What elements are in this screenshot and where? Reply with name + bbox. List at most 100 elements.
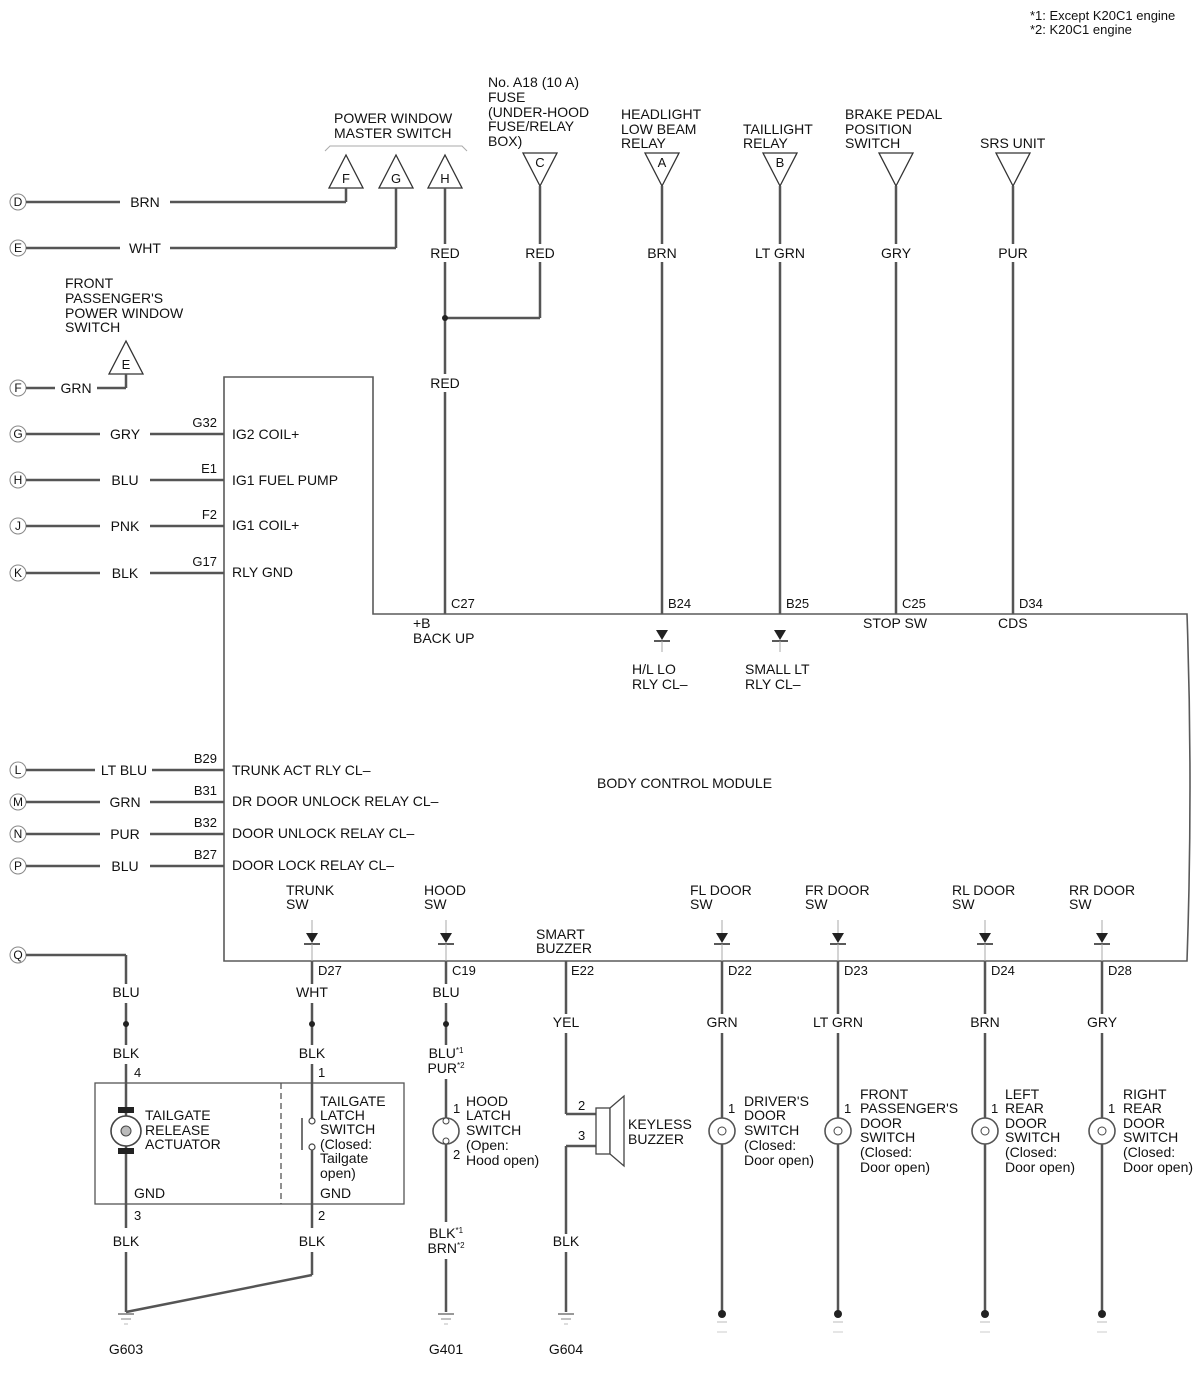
svg-text:+B: +B [413,615,431,631]
wire-h: H BLU E1 IG1 FUEL PUMP [9,461,338,489]
pin-d27: D27 [318,963,342,978]
svg-text:RELAY: RELAY [621,135,667,151]
svg-text:SWITCH: SWITCH [466,1122,521,1138]
tailgate-gnd-left: GND [134,1185,165,1201]
svg-text:Door open): Door open) [860,1159,930,1175]
wire-buzzer-yel: YEL [553,1014,580,1030]
brake-switch-label: BRAKE PEDAL POSITION SWITCH [845,106,942,151]
svg-text:HEADLIGHT: HEADLIGHT [621,106,702,122]
svg-text:DOOR: DOOR [1005,1115,1047,1131]
wire-hood-blk-brn: BLK*1 BRN*2 [427,1225,465,1256]
wire-f: F GRN [9,374,128,397]
svg-text:BRAKE PEDAL: BRAKE PEDAL [845,106,942,122]
svg-text:Tailgate: Tailgate [320,1150,368,1166]
svg-text:K: K [14,566,22,580]
right-rear-door-column: GRY 1 [1087,961,1118,1318]
svg-text:G401: G401 [429,1341,463,1357]
wire-a-color: BRN [647,245,677,261]
tailgate-pin-3: 3 [134,1208,141,1223]
svg-text:3: 3 [578,1128,585,1143]
svg-text:(Closed:: (Closed: [1005,1144,1057,1160]
svg-text:GRN: GRN [60,380,91,396]
svg-text:LT BLU: LT BLU [101,762,147,778]
driver-door-column: GRN 1 [706,961,738,1318]
svg-text:B29: B29 [194,751,217,766]
wire-q-blk: BLK [113,1045,140,1061]
wire-trunk-wht: WHT [296,984,328,1000]
tailgate-latch-switch [301,1110,316,1181]
svg-text:A: A [658,155,667,170]
svg-text:SW: SW [690,896,713,912]
svg-text:(Closed:: (Closed: [860,1144,912,1160]
ground-g603: G603 [109,1313,143,1357]
fuse-label: No. A18 (10 A) FUSE (UNDER-HOOD FUSE/REL… [488,74,589,149]
svg-text:BLU: BLU [111,858,138,874]
brake-switch-triangle [877,152,915,188]
svg-text:SW: SW [952,896,975,912]
svg-text:G603: G603 [109,1341,143,1357]
wire-m: M GRN B31 DR DOOR UNLOCK RELAY CL– [9,783,439,811]
signal-backup: +B BACK UP [413,615,474,646]
wire-l: L LT BLU B29 TRUNK ACT RLY CL– [9,751,371,779]
svg-text:RLY CL–: RLY CL– [745,676,801,692]
svg-text:No. A18 (10 A): No. A18 (10 A) [488,74,579,90]
svg-text:G17: G17 [192,554,217,569]
wire-d: D BRN [9,193,346,211]
keyless-buzzer-label: KEYLESS BUZZER [628,1116,692,1147]
svg-text:FRONT: FRONT [65,275,114,291]
svg-text:BRN: BRN [970,1014,1000,1030]
svg-text:E: E [14,241,22,255]
right-rear-door-switch-label: RIGHT REAR DOOR SWITCH (Closed: Door ope… [1123,1086,1193,1175]
svg-text:G: G [13,427,22,441]
svg-text:BLU: BLU [111,472,138,488]
svg-text:LT GRN: LT GRN [813,1014,863,1030]
wire-hood-blu-pur: BLU*1 PUR*2 [427,1045,465,1076]
svg-text:IG1 COIL+: IG1 COIL+ [232,517,299,533]
svg-text:H: H [14,473,23,487]
svg-text:C: C [535,155,544,170]
srs-unit-triangle [994,152,1032,188]
svg-text:D: D [14,195,23,209]
svg-text:1: 1 [844,1101,851,1116]
driver-door-switch-label: DRIVER'S DOOR SWITCH (Closed: Door open) [744,1093,814,1168]
svg-text:SWITCH: SWITCH [860,1129,915,1145]
left-rear-door-column: BRN 1 [970,961,1000,1318]
wire-e: E WHT [9,239,396,257]
connector-h-triangle: H [426,153,464,189]
hood-latch-switch: 1 2 [432,1101,460,1162]
svg-text:FUSE: FUSE [488,89,525,105]
wire-q: Q [9,946,128,984]
svg-text:(Closed:: (Closed: [1123,1144,1175,1160]
svg-text:SWITCH: SWITCH [320,1121,375,1137]
wire-b-color: LT GRN [755,245,805,261]
signal-rl-door-sw: RL DOOR SW [952,882,1015,912]
svg-text:PNK: PNK [111,518,140,534]
wire-srs-color: PUR [998,245,1028,261]
svg-text:BUZZER: BUZZER [536,940,592,956]
svg-text:N: N [14,827,23,841]
svg-text:RL DOOR: RL DOOR [952,882,1015,898]
front-passenger-door-switch-label: FRONT PASSENGER'S DOOR SWITCH (Closed: D… [860,1086,958,1175]
svg-text:DRIVER'S: DRIVER'S [744,1093,809,1109]
wire-brake-color: GRY [881,245,912,261]
svg-text:TAILLIGHT: TAILLIGHT [743,121,813,137]
svg-text:GRN: GRN [109,794,140,810]
svg-text:PUR: PUR [110,826,140,842]
wire-hood-blu: BLU [432,984,459,1000]
svg-text:(Closed:: (Closed: [320,1136,372,1152]
ground-g401: G401 [429,1313,463,1357]
svg-text:M: M [13,795,23,809]
wire-h-color: RED [430,245,460,261]
svg-text:WHT: WHT [129,240,161,256]
svg-text:RLY CL–: RLY CL– [632,676,688,692]
svg-text:(Open:: (Open: [466,1137,509,1153]
hood-latch-label: HOOD LATCH SWITCH (Open: Hood open) [466,1093,539,1168]
svg-text:MASTER SWITCH: MASTER SWITCH [334,125,451,141]
wire-tg-blk-2: BLK [299,1233,326,1249]
svg-text:RELEASE: RELEASE [145,1122,210,1138]
connector-e-triangle: E [107,339,145,375]
svg-text:1: 1 [1108,1101,1115,1116]
svg-text:BOX): BOX) [488,133,522,149]
svg-text:SWITCH: SWITCH [1123,1129,1178,1145]
svg-text:L: L [15,763,22,777]
